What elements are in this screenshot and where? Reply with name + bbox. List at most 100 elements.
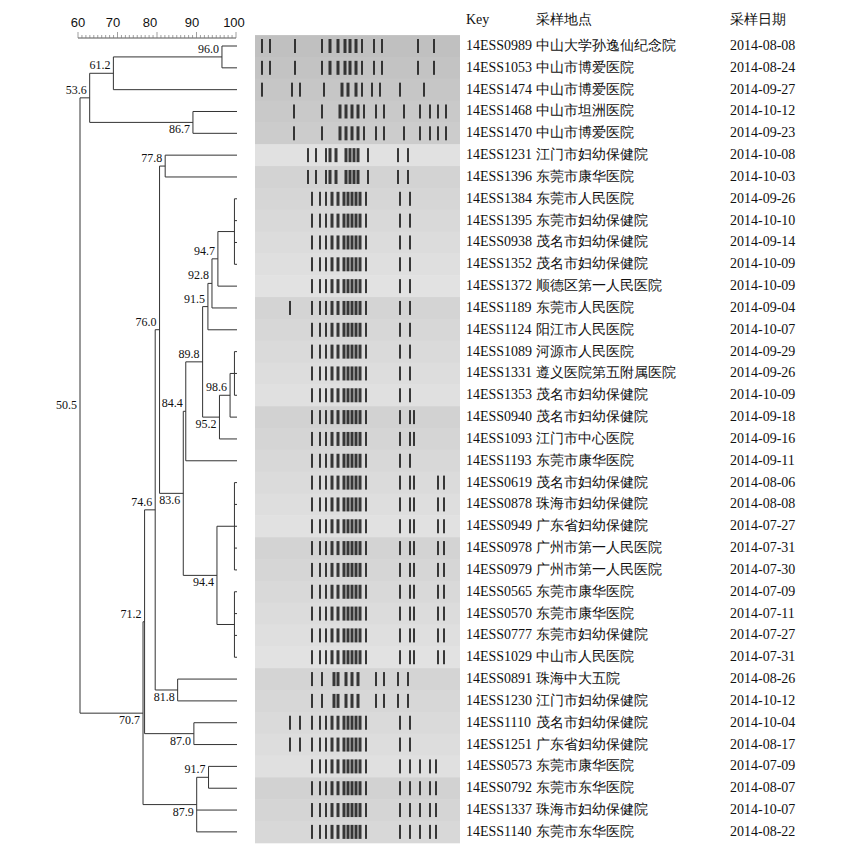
gel-band <box>347 781 350 795</box>
gel-band <box>359 803 362 817</box>
gel-band <box>319 650 321 664</box>
sampling-date: 2014-10-08 <box>730 146 795 164</box>
sampling-date: 2014-08-07 <box>730 779 795 797</box>
isolate-key: 14ESS1110 <box>466 714 531 732</box>
gel-lane <box>255 734 460 756</box>
gel-band <box>343 541 346 555</box>
gel-band <box>399 607 401 621</box>
dendrogram-branch <box>222 67 237 68</box>
gel-band <box>337 781 340 795</box>
gel-band <box>347 716 350 730</box>
gel-band <box>443 476 445 490</box>
gel-band <box>355 716 358 730</box>
gel-band <box>325 541 327 555</box>
gel-band <box>383 104 385 118</box>
gel-band <box>343 628 346 642</box>
ruler-tick <box>236 32 237 38</box>
isolate-key: 14ESS0565 <box>466 583 532 601</box>
gel-band <box>399 650 401 664</box>
similarity-value: 50.5 <box>56 399 77 412</box>
gel-band <box>343 432 346 446</box>
gel-band <box>399 519 401 533</box>
ruler-tick <box>176 35 177 38</box>
gel-band <box>349 39 352 53</box>
ruler-tick <box>232 35 233 38</box>
gel-band <box>319 585 321 599</box>
similarity-value: 81.8 <box>154 691 175 704</box>
gel-band <box>437 585 439 599</box>
isolate-key: 14ESS1189 <box>466 299 532 317</box>
gel-band <box>325 716 327 730</box>
gel-band <box>419 781 421 795</box>
gel-band <box>433 39 435 53</box>
gel-band <box>355 410 358 424</box>
scale-number: 60 <box>71 15 85 30</box>
dendrogram-branch <box>219 438 237 439</box>
gel-band <box>355 235 358 249</box>
gel-band <box>347 388 350 402</box>
ruler-tick <box>220 35 221 38</box>
gel-band <box>351 388 354 402</box>
similarity-value: 87.9 <box>173 806 194 819</box>
gel-band <box>359 366 362 380</box>
gel-band <box>311 694 313 708</box>
gel-band <box>357 672 360 686</box>
gel-band <box>311 366 313 380</box>
similarity-value: 83.6 <box>159 494 180 507</box>
gel-band <box>365 738 367 752</box>
sampling-site: 茂名市妇幼保健院 <box>536 474 648 492</box>
gel-band <box>343 738 346 752</box>
sampling-site: 茂名市妇幼保健院 <box>536 386 648 404</box>
gel-band <box>359 476 362 490</box>
gel-band <box>343 454 346 468</box>
gel-band <box>344 39 347 53</box>
sampling-date: 2014-09-14 <box>730 233 795 251</box>
gel-band <box>355 519 358 533</box>
isolate-key: 14ESS1470 <box>466 124 532 142</box>
gel-band <box>343 476 346 490</box>
gel-band <box>355 192 358 206</box>
gel-band <box>343 366 346 380</box>
gel-band <box>319 781 321 795</box>
sampling-site: 广州市第一人民医院 <box>536 561 662 579</box>
gel-band <box>311 738 313 752</box>
gel-band <box>351 759 354 773</box>
gel-band <box>365 541 367 555</box>
gel-band <box>365 301 367 315</box>
gel-band <box>337 410 340 424</box>
dendrogram-branch <box>234 264 237 265</box>
similarity-value: 74.6 <box>131 496 152 509</box>
gel-band <box>319 279 321 293</box>
gel-band <box>419 759 421 773</box>
sampling-date: 2014-09-04 <box>730 299 795 317</box>
gel-band <box>343 759 346 773</box>
gel-band <box>307 148 309 162</box>
gel-band <box>437 497 439 511</box>
gel-band <box>349 148 352 162</box>
gel-band <box>351 607 354 621</box>
sampling-site: 中山市人民医院 <box>536 648 634 666</box>
gel-band <box>311 628 313 642</box>
gel-band <box>345 672 348 686</box>
gel-band <box>331 650 334 664</box>
ruler-tick <box>117 32 118 38</box>
sampling-date: 2014-10-09 <box>730 255 795 273</box>
gel-band <box>325 759 327 773</box>
gel-band <box>351 497 354 511</box>
gel-band <box>365 235 367 249</box>
gel-lane <box>255 384 460 406</box>
ruler-tick <box>208 35 209 38</box>
gel-band <box>399 366 401 380</box>
sampling-date: 2014-09-23 <box>730 124 795 142</box>
isolate-key: 14ESS1230 <box>466 692 532 710</box>
isolate-key: 14ESS1396 <box>466 168 532 186</box>
gel-band <box>337 628 340 642</box>
sampling-site: 中山市坦洲医院 <box>536 102 634 120</box>
gel-band <box>337 541 340 555</box>
similarity-value: 89.8 <box>179 348 200 361</box>
ruler-tick <box>145 35 146 38</box>
gel-band <box>437 126 439 140</box>
gel-band <box>365 781 367 795</box>
gel-band <box>347 301 350 315</box>
sampling-date: 2014-08-26 <box>730 670 795 688</box>
